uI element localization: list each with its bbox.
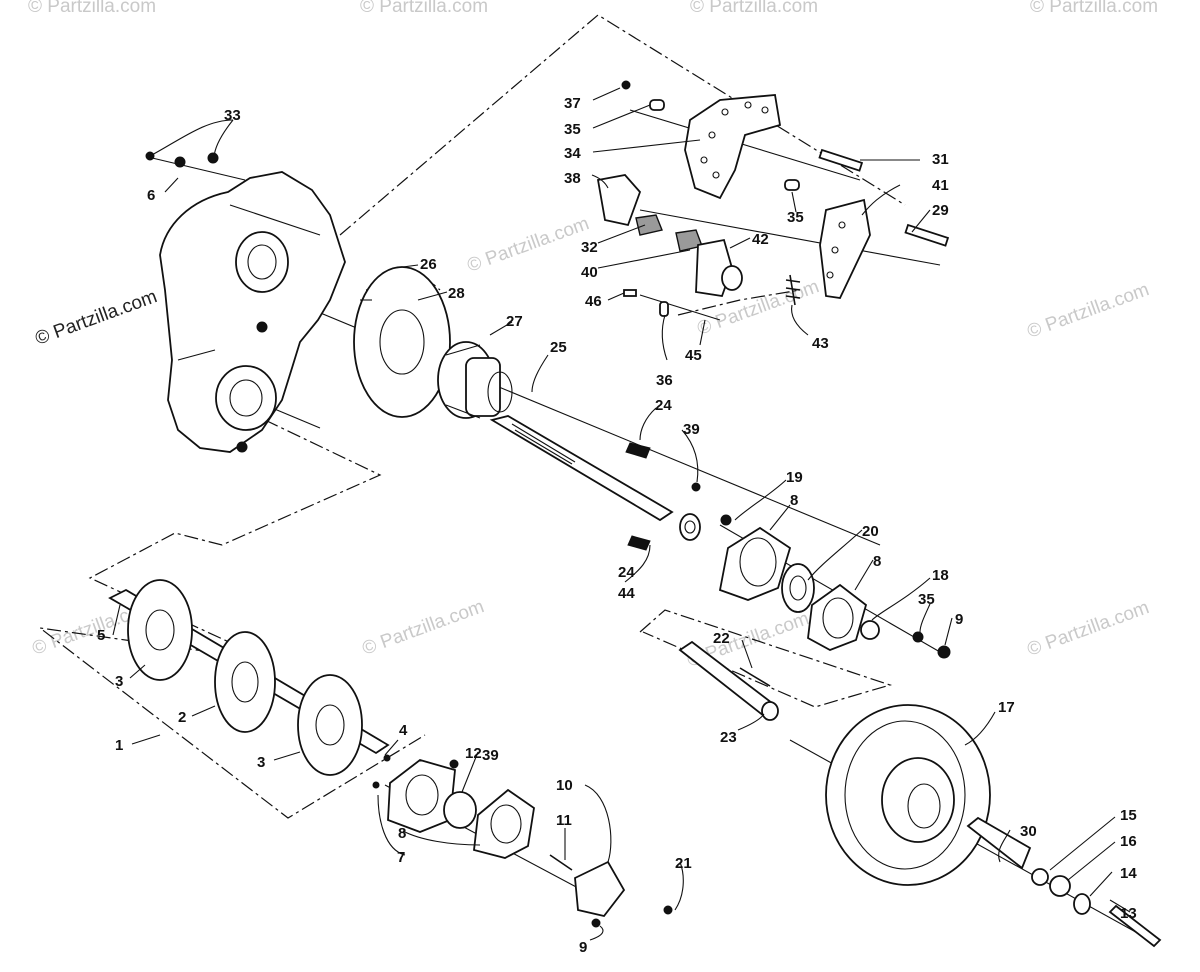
callout-label: 42 [752,231,769,248]
callout-label: 9 [955,611,963,628]
callout-label: 35 [787,209,804,226]
callout-label: 36 [656,372,673,389]
callout-label: 35 [918,591,935,608]
callout-label: 45 [685,347,702,364]
bearing-flange [679,513,951,659]
callout-label: 24 [618,564,635,581]
callout-label: 13 [1120,905,1137,922]
lower-bearing-housing [372,759,673,928]
callout-label: 40 [581,264,598,281]
driven-hub [437,341,513,419]
sprocket-right [297,674,363,776]
callout-label: 38 [564,170,581,187]
group-boundaries [37,14,906,819]
callout-label: 37 [564,95,581,112]
callout-label: 25 [550,339,567,356]
callout-label: 3 [257,754,265,771]
callout-label: 9 [579,939,587,956]
watermark: © Partzilla.com [33,286,160,350]
sprocket-center [214,631,276,733]
leader-lines [112,87,1131,941]
callout-label: 23 [720,729,737,746]
caliper-bracket [596,80,950,317]
callout-label: 31 [932,151,949,168]
watermark: © Partzilla.com [360,0,488,17]
callout-label: 6 [147,187,155,204]
callout-label: 33 [224,107,241,124]
callout-label: 2 [178,709,186,726]
watermark: © Partzilla.com [690,0,818,17]
watermark: © Partzilla.com [465,213,592,277]
callout-label: 15 [1120,807,1137,824]
callout-label: 32 [581,239,598,256]
callout-label: 29 [932,202,949,219]
sprocket-left [127,579,193,681]
brake-disc [353,266,451,418]
callout-label: 14 [1120,865,1137,882]
callout-label: 1 [115,737,123,754]
callout-label: 35 [564,121,581,138]
drive-shaft [489,415,701,551]
driven-pulley [825,704,1162,948]
watermark: © Partzilla.com [1030,0,1158,17]
callout-label: 8 [790,492,798,509]
jackshaft-sleeve [678,640,779,721]
callout-labels: 1 2 3 3 4 5 6 7 8 8 8 9 9 10 11 12 13 14… [97,95,1137,956]
callout-label: 30 [1020,823,1037,840]
callout-label: 4 [399,722,408,739]
chaincase-housing [145,151,346,453]
callout-label: 20 [862,523,879,540]
callout-label: 26 [420,256,437,273]
callout-label: 27 [506,313,523,330]
watermark: © Partzilla.com [1025,279,1152,343]
callout-label: 44 [618,585,635,602]
watermark: © Partzilla.com [360,596,487,660]
callout-label: 39 [683,421,700,438]
callout-label: 46 [585,293,602,310]
callout-label: 39 [482,747,499,764]
callout-label: 5 [97,627,105,644]
callout-label: 41 [932,177,949,194]
callout-label: 7 [397,849,405,866]
callout-label: 11 [556,812,572,829]
callout-label: 10 [556,777,573,794]
callout-label: 24 [655,397,672,414]
track-drive-shaft [108,579,391,776]
callout-label: 8 [873,553,881,570]
callout-label: 28 [448,285,465,302]
watermark: © Partzilla.com [1025,597,1152,661]
callout-label: 17 [998,699,1015,716]
callout-label: 21 [675,855,692,872]
callout-label: 12 [465,745,482,762]
callout-label: 43 [812,335,829,352]
callout-label: 22 [713,630,730,647]
callout-label: 18 [932,567,949,584]
callout-label: 3 [115,673,123,690]
callout-label: 8 [398,825,406,842]
callout-label: 16 [1120,833,1137,850]
callout-label: 34 [564,145,581,162]
watermark: © Partzilla.com [28,0,156,17]
callout-label: 19 [786,469,803,486]
